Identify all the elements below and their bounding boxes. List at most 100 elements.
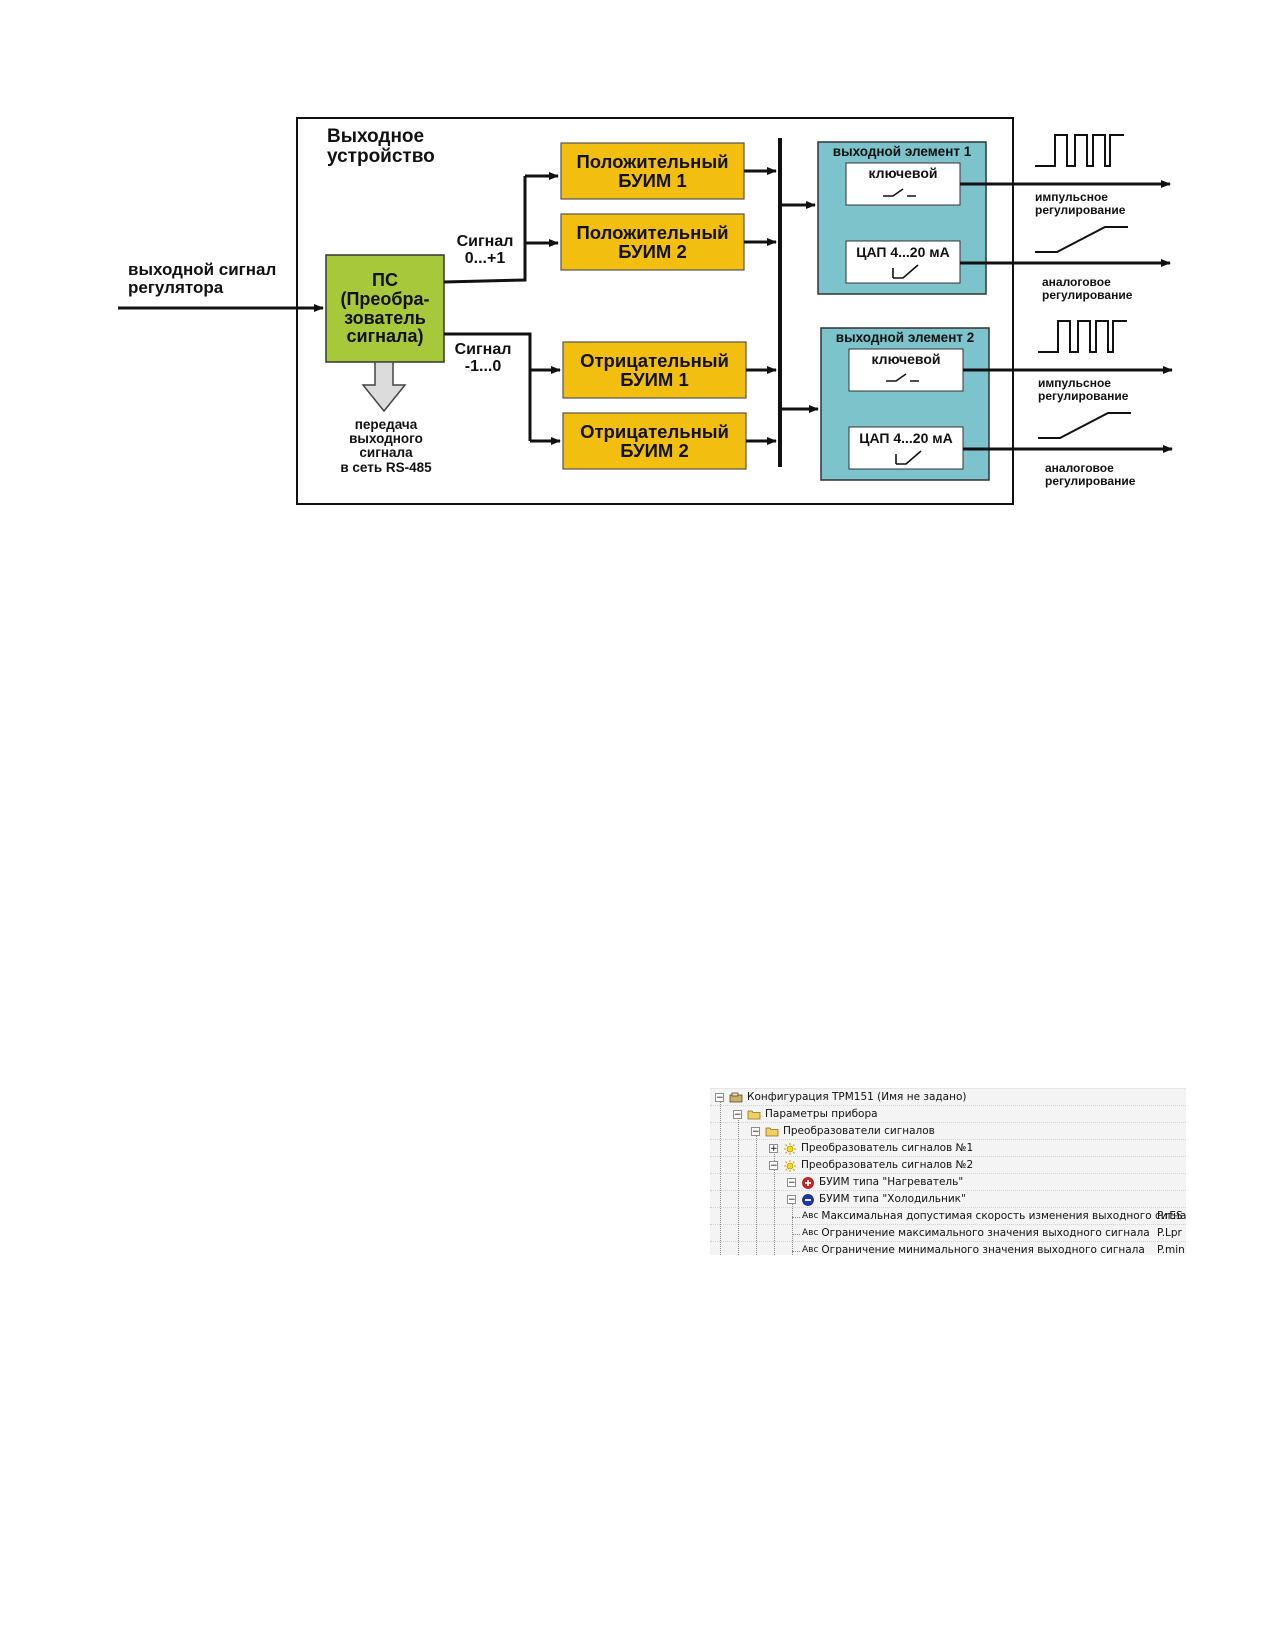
param-code: P.min	[1157, 1244, 1185, 1255]
pulse-label-2-line-1: импульсное	[1038, 376, 1111, 390]
pulse-waveform-2	[1038, 320, 1127, 353]
collapse-toggle[interactable]: −	[715, 1093, 724, 1103]
signal-positive-label-line-1: Сигнал	[456, 233, 514, 250]
buim-neg-1-box	[562, 341, 747, 399]
tree-item-label: Параметры прибора	[765, 1108, 878, 1120]
minus-circle-icon	[801, 1194, 815, 1206]
element-2-dac-box	[848, 426, 964, 470]
param-name: Максимальная допустимая скорость изменен…	[821, 1210, 1186, 1222]
analog-label-2-line-1: аналоговое	[1045, 461, 1114, 475]
output-device-title-line-2: устройство	[327, 145, 435, 167]
pulse-waveform-1	[1035, 134, 1124, 167]
analog-label-2: аналоговое регулирование	[1045, 462, 1135, 487]
converter-label: ПС (Преобра- зователь сигнала)	[326, 255, 444, 362]
analog-label-2-line-2: регулирование	[1045, 473, 1136, 488]
rs485-label-line-2: выходного	[349, 431, 423, 447]
plus-circle-icon	[801, 1177, 815, 1189]
text-param-icon: Авс	[802, 1245, 819, 1255]
tree-param-row[interactable]: Авс Ограничение минимального значения вы…	[802, 1242, 1186, 1255]
signal-negative-label-line-2: -1...0	[464, 357, 502, 375]
element-2-key-box	[848, 348, 964, 392]
tree-item-label: БУИМ типа "Нагреватель"	[819, 1176, 964, 1188]
tree-gridline	[710, 1207, 1186, 1208]
signal-positive-label: Сигнал 0...+1	[448, 233, 522, 268]
expand-toggle[interactable]: +	[769, 1144, 778, 1154]
tree-item-root[interactable]: − Конфигурация ТРМ151 (Имя не задано)	[715, 1089, 966, 1106]
tree-item-label: Преобразователь сигналов №1	[801, 1142, 974, 1154]
branch-positive	[443, 176, 527, 284]
element-2-ramp-icon	[895, 450, 922, 465]
tree-item-buim-heater[interactable]: − БУИМ типа "Нагреватель"	[787, 1174, 963, 1191]
tree-param-row[interactable]: Авс Ограничение максимального значения в…	[802, 1225, 1186, 1242]
converter-label-line-2: (Преобра-	[340, 288, 430, 309]
collapse-toggle[interactable]: −	[733, 1110, 742, 1120]
analog-label-1: аналоговое регулирование	[1042, 276, 1132, 301]
tree-item-converters[interactable]: − Преобразователи сигналов	[751, 1123, 935, 1140]
buim-neg-2-label: Отрицательный БУИМ 2	[563, 413, 746, 469]
tree-connector	[756, 1135, 757, 1255]
tree-gridline	[710, 1224, 1186, 1225]
configuration-tree: − Конфигурация ТРМ151 (Имя не задано) − …	[710, 1088, 1186, 1255]
converter-label-line-3: зователь	[344, 307, 426, 328]
input-signal-label-line-1: выходной сигнал	[128, 260, 277, 279]
tree-item-converter-2[interactable]: − Преобразователь сигналов №2	[769, 1157, 973, 1174]
tree-connector	[792, 1251, 800, 1252]
element-2-key-label: ключевой	[871, 351, 941, 367]
collapse-toggle[interactable]: −	[751, 1127, 760, 1137]
tree-connector	[792, 1217, 800, 1218]
element-1-dac-box	[845, 240, 961, 284]
signal-negative-label-line-1: Сигнал	[454, 341, 512, 358]
tree-connector	[738, 1118, 739, 1255]
buim-pos-2-label-line-2: БУИМ 2	[618, 241, 687, 262]
ramp-waveform-2	[1038, 412, 1131, 439]
buim-neg-2-label-line-1: Отрицательный	[580, 420, 729, 442]
buim-pos-2-label: Положительный БУИМ 2	[561, 214, 744, 270]
rs485-label-line-3: сигнала	[359, 445, 413, 461]
tree-gridline	[710, 1190, 1186, 1191]
tree-param-row[interactable]: Авс Максимальная допустимая скорость изм…	[802, 1208, 1186, 1225]
rs485-label: передача выходного сигнала в сеть RS-485	[318, 417, 454, 475]
analog-label-1-line-1: аналоговое	[1042, 275, 1111, 289]
signal-positive-label-line-2: 0...+1	[464, 249, 506, 267]
collapse-toggle[interactable]: −	[787, 1195, 796, 1205]
pulse-label-1-line-2: регулирование	[1035, 202, 1126, 217]
collapse-toggle[interactable]: −	[787, 1178, 796, 1188]
tree-item-buim-cooler[interactable]: − БУИМ типа "Холодильник"	[787, 1191, 966, 1208]
element-1-key-label: ключевой	[868, 165, 938, 181]
rs485-arrow	[361, 361, 407, 413]
element-1-dac-label: ЦАП 4...20 мА	[856, 244, 950, 260]
collapse-toggle[interactable]: −	[769, 1161, 778, 1171]
output-element-1-title: выходной элемент 1	[832, 144, 972, 159]
converter-label-line-1: ПС	[372, 269, 398, 290]
output-element-2-title: выходной элемент 2	[835, 330, 975, 345]
tree-item-device-params[interactable]: − Параметры прибора	[733, 1106, 878, 1123]
tree-connector	[720, 1101, 721, 1255]
buim-pos-1-label: Положительный БУИМ 1	[561, 143, 744, 199]
converter-box	[325, 254, 445, 363]
tree-item-label: Конфигурация ТРМ151 (Имя не задано)	[747, 1091, 967, 1103]
tree-item-converter-1[interactable]: + Преобразователь сигналов №1	[769, 1140, 973, 1157]
param-code: P.rES	[1157, 1210, 1183, 1222]
tree-gridline	[710, 1105, 1186, 1106]
rs485-label-line-1: передача	[354, 417, 418, 432]
buim-pos-2-label-line-1: Положительный	[576, 221, 729, 243]
param-name: Ограничение максимального значения выход…	[821, 1227, 1150, 1239]
tree-item-label: БУИМ типа "Холодильник"	[819, 1193, 966, 1205]
tree-item-label: Преобразователь сигналов №2	[801, 1159, 974, 1171]
element-2-switch-icon	[886, 373, 919, 382]
tree-connector	[792, 1234, 800, 1235]
pulse-label-1: импульсное регулирование	[1035, 191, 1125, 216]
rs485-label-line-4: в сеть RS-485	[340, 459, 432, 475]
sun-icon	[783, 1160, 797, 1172]
output-device-title: Выходное устройство	[327, 127, 435, 167]
buim-pos-1-label-line-2: БУИМ 1	[618, 170, 687, 191]
element-2-dac-label: ЦАП 4...20 мА	[859, 430, 953, 446]
tree-item-label: Преобразователи сигналов	[783, 1125, 935, 1137]
param-code: P.Lpr	[1157, 1227, 1182, 1239]
tree-gridline	[710, 1156, 1186, 1157]
buim-pos-1-box	[560, 142, 745, 200]
pulse-label-2-line-2: регулирование	[1038, 388, 1129, 403]
text-param-icon: Авс	[802, 1228, 819, 1238]
buim-pos-2-box	[560, 213, 745, 271]
tree-gridline	[710, 1241, 1186, 1242]
